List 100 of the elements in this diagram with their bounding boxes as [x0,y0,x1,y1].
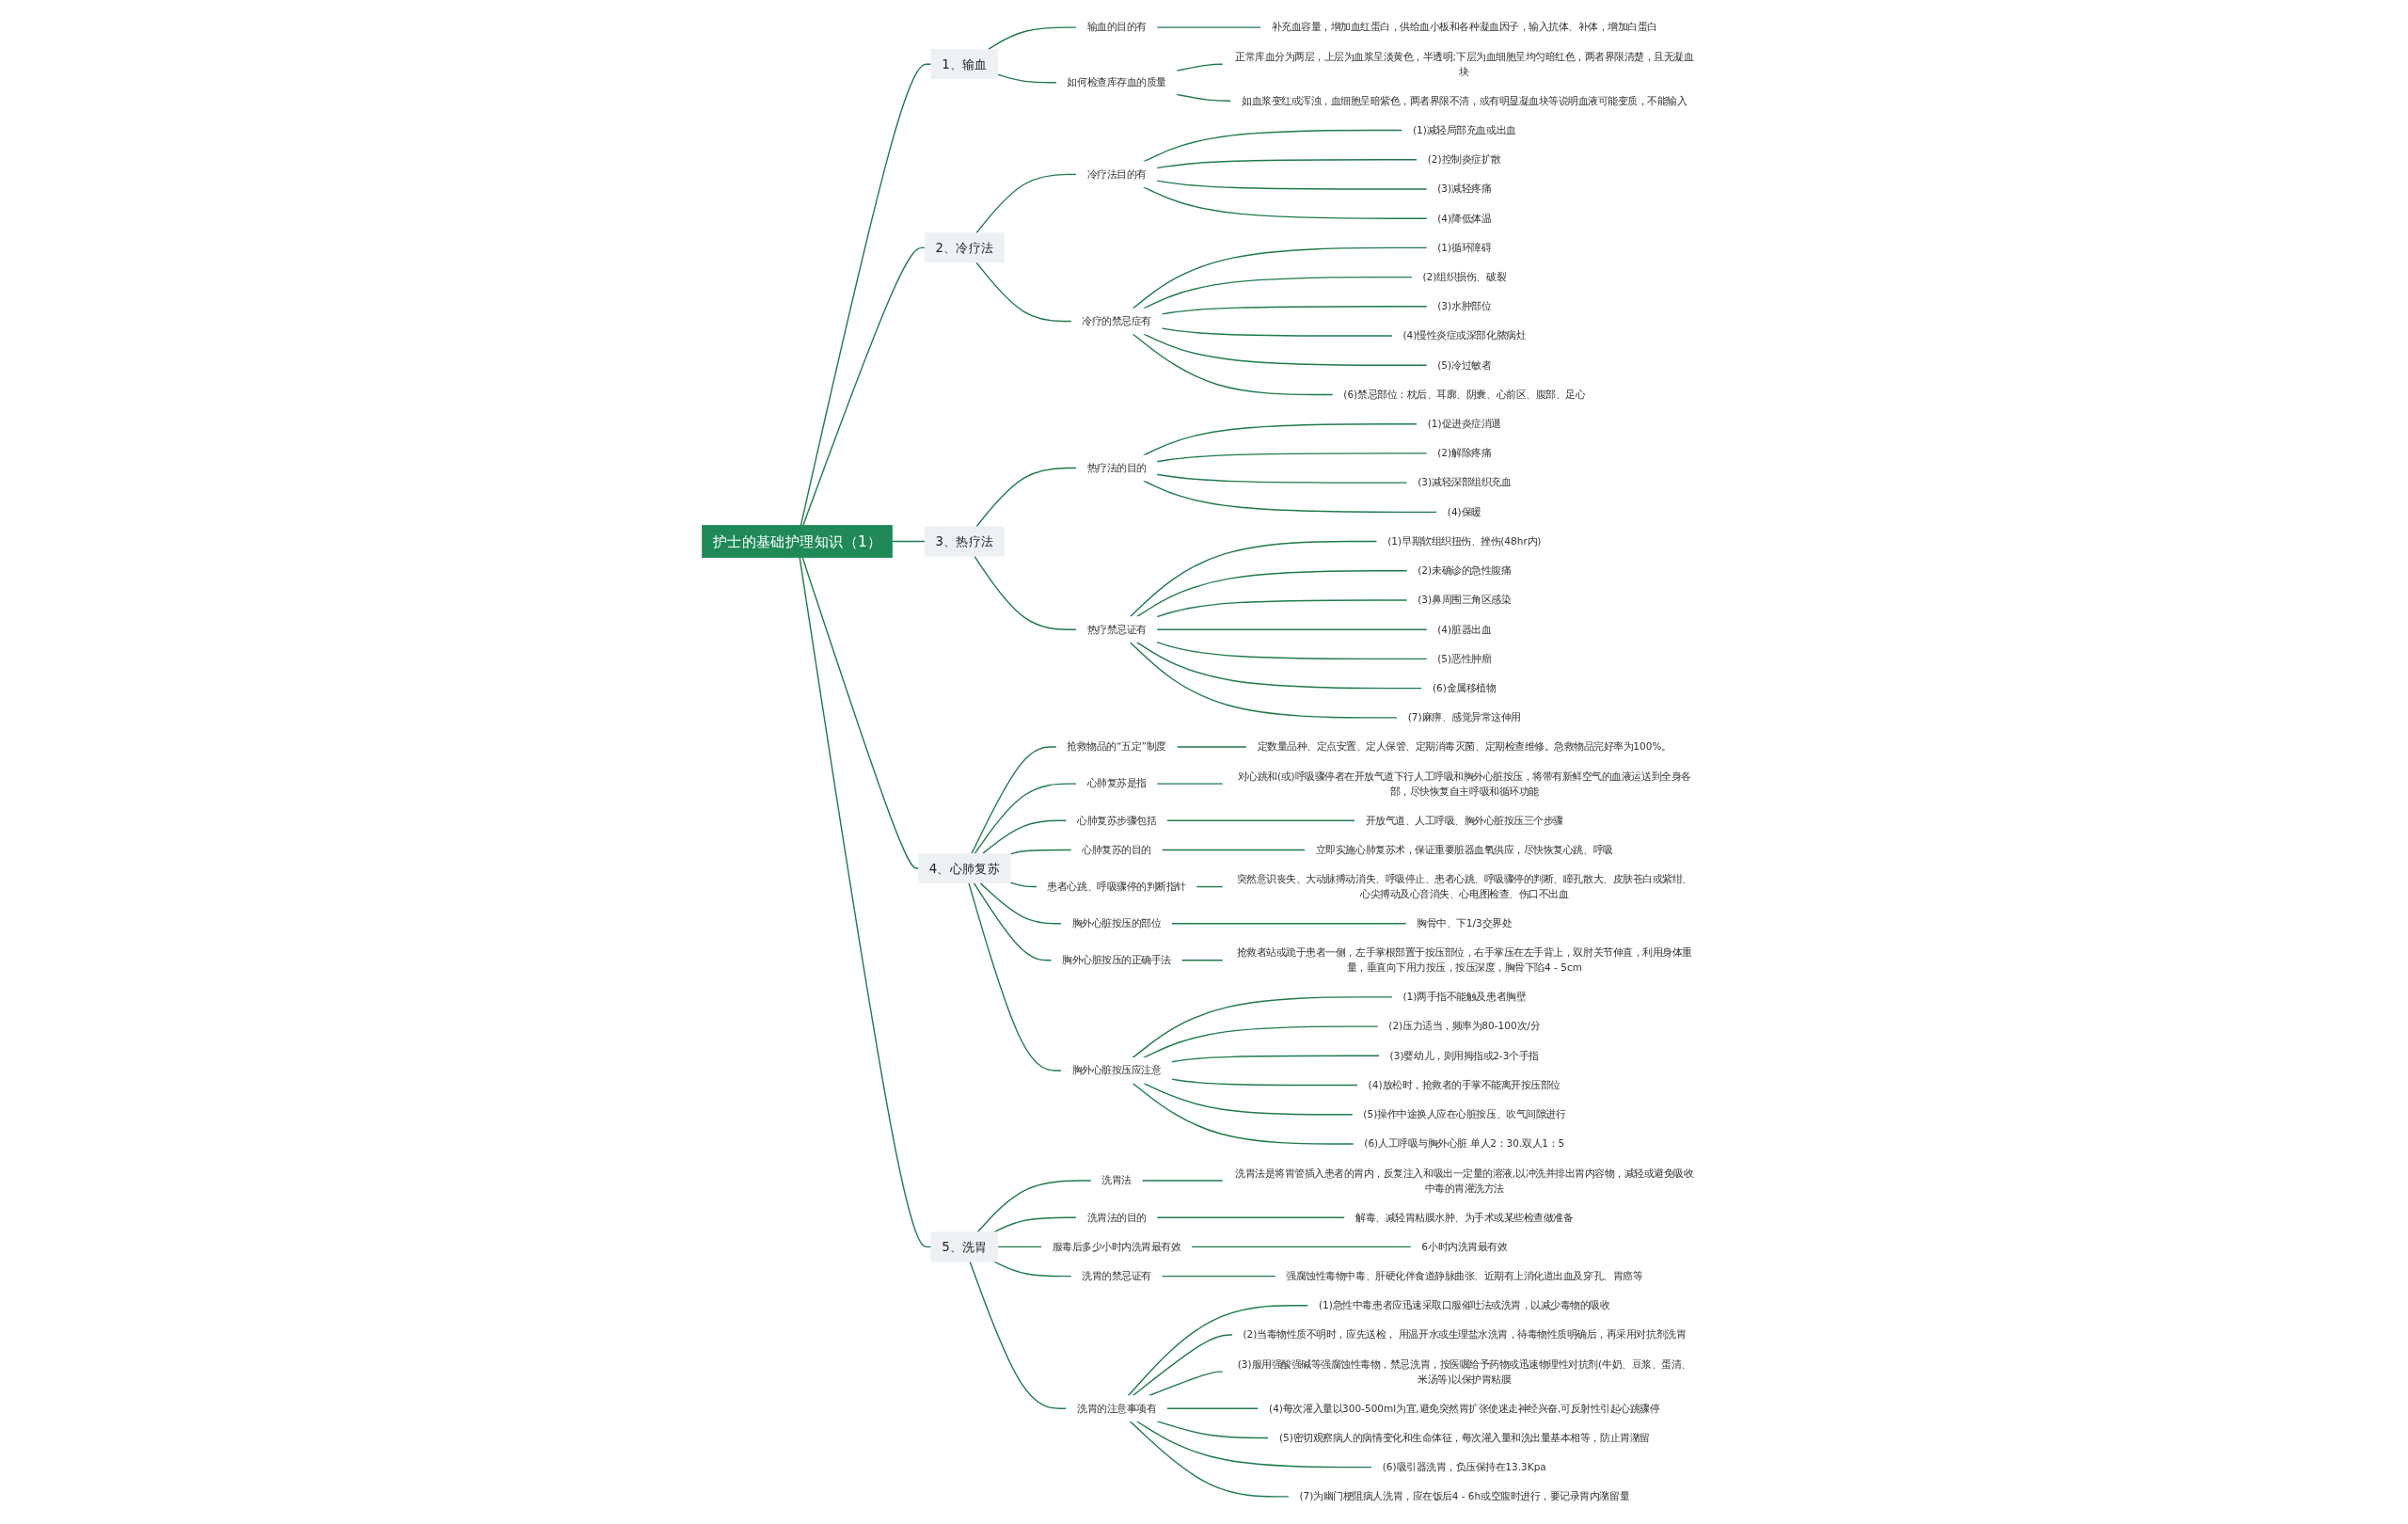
node-text: 如何检查库存血的质量 [1067,76,1166,88]
connector [1156,473,1408,484]
connector [1161,327,1393,337]
connector [1176,93,1232,103]
node-text: 抢救物品的“五定”制度 [1067,740,1166,754]
connector [1129,642,1399,719]
connector [976,1180,1092,1233]
node-text: 心肺复苏是指 [1086,777,1147,790]
connector [1142,1025,1379,1059]
connector [1132,246,1428,310]
node-text: (5)恶性肿瘤 [1437,652,1492,665]
node-text: 服毒后多少小时内洗胃最有效 [1052,1240,1181,1253]
connector [802,246,926,527]
node-text: (6)金属移植物 [1433,682,1497,694]
node-text: (1)两手指不能触及患者胸壁 [1402,991,1527,1004]
connector [1165,819,1355,821]
node-text: (2)未确诊的急性腹痛 [1418,564,1512,577]
node-text: (2)当毒物性质不明时，应先送检， 用温开水或生理盐水洗胃，待毒物性质明确后，再采用对抗剂洗胃 [1243,1328,1687,1341]
connector [1176,63,1224,71]
node-text: (4)降低体温 [1437,212,1492,225]
node-text: (5)操作中途换人应在心脏按压、吹气间隙进行 [1363,1108,1566,1120]
node-text: (1)急性中毒患者应迅速采取口服催吐法或洗胃，以减少毒物的吸收 [1319,1299,1610,1311]
connector [800,63,932,527]
connector [971,746,1057,855]
node-text: 洗胃法是将胃管插入患者的胃内，反复注入和吸出一定量的溶液,以冲洗并排出胃内容物，减轻或避免吸收中毒的胃灌洗方法 [1235,1167,1694,1195]
connector [1156,159,1418,169]
connector [974,783,1077,855]
node-text: 如血浆变红或浑浊，血细胞呈暗紫色，两者界限不清，或有明显凝血块等说明血液可能变质，不能输入 [1242,94,1687,107]
node-text: (3)水肿部位 [1437,300,1492,312]
connector [1129,540,1378,618]
connector [1142,333,1428,366]
node-text: 胸外心脏按压的部位 [1071,917,1162,929]
connector [1156,1421,1270,1439]
node-box: 5、洗胃 [930,1231,999,1262]
node-text: 强腐蚀性毒物中毒、肝硬化伴食道静脉曲张、近期有上消化道出血及穿孔、胃癌等 [1286,1270,1643,1282]
node-text: (3)减轻疼痛 [1437,183,1492,196]
node-text: (7)麻痹、感觉异常这伸用 [1407,711,1521,723]
node-text: 洗胃的禁忌证有 [1082,1270,1151,1282]
node-text: 热疗禁忌证有 [1086,623,1147,636]
connector [1196,885,1224,888]
connector [1142,186,1428,219]
node-text: (1)早期软组织扭伤、挫伤(48hr内) [1387,535,1542,548]
connector [979,881,1063,925]
node-text: 胸外心脏按压的正确手法 [1062,954,1171,966]
node-text: 洗胃法的目的 [1086,1211,1147,1224]
connector [1156,26,1262,28]
connector [1156,452,1428,463]
connector [1129,1421,1290,1498]
connector [1009,849,1072,855]
node-box: 3、热疗法 [924,526,1005,557]
node-text: (4)慢性炎症或深部化脓病灶 [1402,329,1527,342]
node-text: (5)密切观察病人的病情变化和生命体征，每次灌入量和洗出量基本相等，防止胃潴留 [1278,1431,1650,1444]
node-box: 护士的基础护理知识（1） [702,525,893,559]
node-text: 开放气道、人工呼吸、胸外心脏按压三个步骤 [1365,814,1563,827]
node-text: 热疗法的目的 [1086,462,1147,474]
connector [973,881,1053,961]
node-text: (4)放松时，抢救者的手掌不能离开按压部位 [1368,1079,1560,1091]
node-text: 胸外心脏按压应注意 [1071,1064,1162,1077]
connector [1191,1246,1412,1248]
connector [891,540,926,543]
connector [799,557,932,1248]
connector [969,1261,1068,1409]
node-text: 输血的目的有 [1086,21,1147,34]
node-text: (6)禁忌部位：枕后、耳廓、阴囊、心前区、腹部、足心 [1343,388,1586,401]
node-text: 洗胃的注意事项有 [1077,1402,1157,1415]
node-text: 心肺复苏的目的 [1082,843,1151,856]
node-text: (3)婴幼儿，则用拇指或2-3个手指 [1389,1049,1539,1062]
connector [1161,306,1428,315]
connector [1170,1078,1359,1087]
node-text: (4)脏器出血 [1437,623,1492,636]
node-text: 对心跳和(或)呼吸骤停者在开放气道下行人工呼吸和胸外心脏按压，将带有新鲜空气的血液运送到全身各部，尽快恢复自主呼吸和循环功能 [1237,770,1691,798]
connector [997,73,1057,84]
connector [987,26,1077,51]
connector [1148,1371,1224,1397]
connector [1161,1275,1276,1278]
node-text: (2)控制炎症扩散 [1427,153,1501,166]
connector [975,173,1077,234]
connector [1180,960,1224,961]
node-text: (4)每次灌入量以300-500ml为宜,避免突然胃扩张使迷走神经兴奋,可反射性引起心跳骤停 [1269,1402,1660,1415]
node-text: 立即实施心肺复苏术，保证重要脏器血氧供应，尽快恢复心跳、呼吸 [1315,843,1613,856]
connector [1156,180,1428,190]
node-text: (2)压力适当，频率为80-100次/分 [1388,1020,1541,1033]
connector [1156,642,1428,660]
connector [1170,1055,1381,1063]
connector [1141,1180,1224,1182]
connector [975,262,1072,323]
node-text: (7)为幽门梗阻病人洗胃，应在饭后4 - 6h或空腹时进行，要记录胃内潴留量 [1299,1490,1630,1503]
node-box: 4、心肺复苏 [918,853,1011,883]
connector [997,1246,1043,1248]
connector [1156,783,1224,785]
connector [1170,922,1407,925]
connector [993,1261,1072,1278]
node-text: 心肺复苏步骤包括 [1077,814,1157,827]
connector [1132,1334,1233,1397]
node-text: (2)解除疼痛 [1437,447,1492,460]
node-text: 抢救者站或跪于患者一侧，左手掌根部置于按压部位，右手掌压在左手背上，双肘关节伸直，利用身体重量，垂直向下用力按压，按压深度，胸骨下陷4 - 5cm [1236,946,1692,974]
connector [1165,1407,1259,1409]
node-text: 突然意识丧失、大动脉搏动消失、呼吸停止、患者心跳、呼吸骤停的判断、瞳孔散大、皮肤苍白或紫绀、心尖搏动及心音消失、心电图检查、伤口不出血 [1236,873,1692,900]
node-text: 补充血容量，增加血红蛋白，供给血小板和各种凝血因子，输入抗体、补体，增加白蛋白 [1271,21,1657,34]
connector [974,555,1077,630]
